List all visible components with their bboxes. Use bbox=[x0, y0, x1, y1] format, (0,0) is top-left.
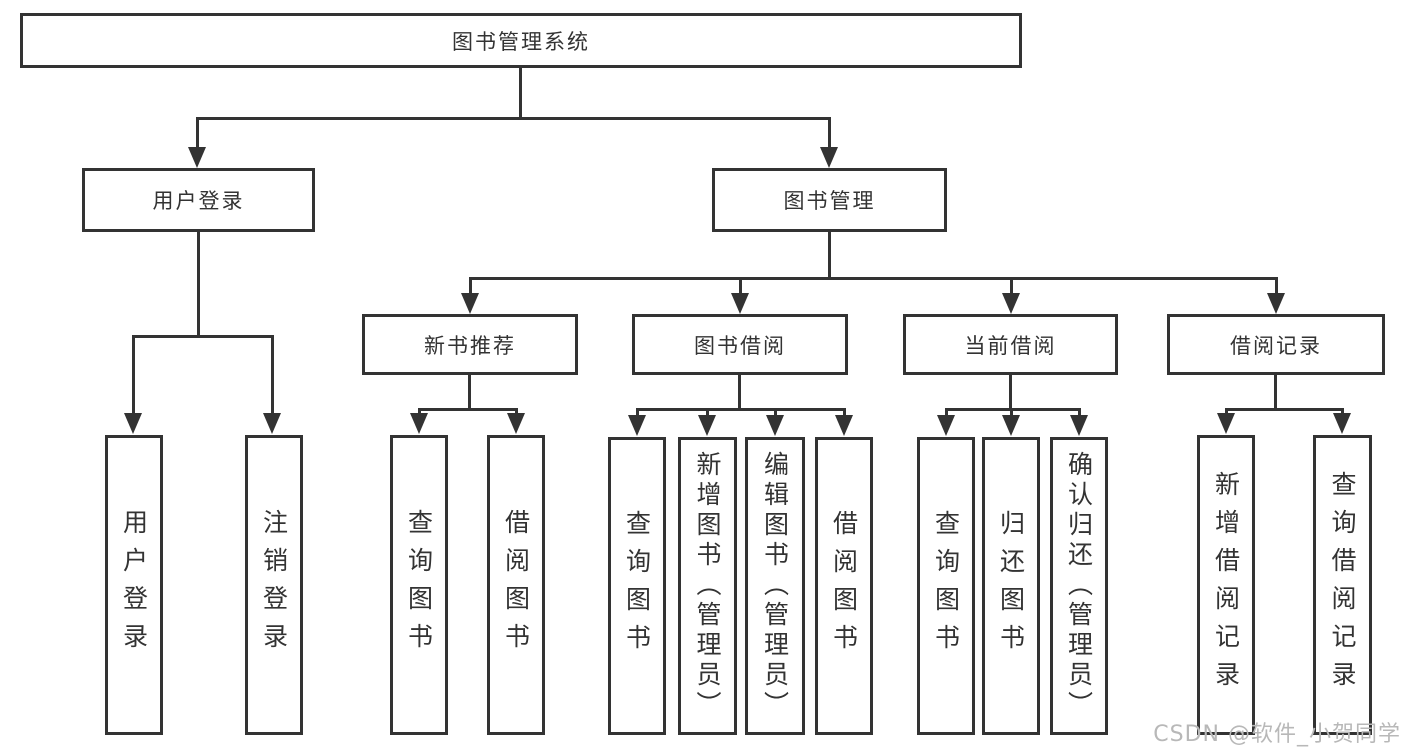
node-label: 用户登录 bbox=[152, 189, 245, 213]
connector bbox=[469, 277, 1278, 280]
down-arrow bbox=[628, 409, 646, 436]
down-arrow bbox=[188, 118, 206, 168]
down-arrow bbox=[1267, 278, 1285, 314]
down-arrow bbox=[1333, 409, 1351, 434]
node-label: 新书推荐 bbox=[424, 333, 516, 358]
down-arrow bbox=[263, 336, 281, 434]
csdn-watermark: CSDN @软件_小贺同学 bbox=[1153, 722, 1401, 747]
down-arrow bbox=[507, 409, 525, 434]
leaf-borrow-books-recommend: 借阅图书 bbox=[487, 435, 545, 735]
node-user-login: 用户登录 bbox=[82, 168, 315, 232]
connector bbox=[197, 232, 200, 338]
leaf-label: 新增借阅记录 bbox=[1211, 471, 1241, 699]
leaf-label: 归还图书 bbox=[996, 510, 1026, 662]
node-library-system: 图书管理系统 bbox=[20, 13, 1022, 68]
down-arrow bbox=[410, 409, 428, 434]
connector bbox=[1225, 408, 1344, 411]
down-arrow bbox=[1002, 409, 1020, 436]
leaf-label: 借阅图书 bbox=[829, 510, 859, 662]
node-borrow-records: 借阅记录 bbox=[1167, 314, 1385, 375]
leaf-confirm-return-admin: 确认归还（管理员） bbox=[1050, 437, 1108, 735]
node-label: 图书管理系统 bbox=[452, 29, 590, 54]
down-arrow bbox=[820, 118, 838, 168]
leaf-query-books-borrow: 查询图书 bbox=[608, 437, 666, 735]
leaf-query-books-current: 查询图书 bbox=[917, 437, 975, 735]
leaf-label: 查询图书 bbox=[931, 510, 961, 662]
down-arrow bbox=[731, 278, 749, 314]
connector bbox=[519, 67, 522, 119]
connector bbox=[468, 375, 471, 411]
down-arrow bbox=[766, 409, 784, 436]
connector bbox=[418, 408, 518, 411]
leaf-query-books-recommend: 查询图书 bbox=[390, 435, 448, 735]
leaf-query-borrow-record: 查询借阅记录 bbox=[1313, 435, 1372, 735]
leaf-add-books-admin: 新增图书（管理员） bbox=[678, 437, 737, 735]
down-arrow bbox=[1217, 409, 1235, 434]
leaf-label: 确认归还（管理员） bbox=[1064, 451, 1094, 721]
down-arrow bbox=[1002, 278, 1020, 314]
connector bbox=[945, 408, 1081, 411]
node-label: 当前借阅 bbox=[964, 333, 1057, 358]
leaf-edit-books-admin: 编辑图书（管理员） bbox=[745, 437, 805, 735]
down-arrow bbox=[937, 409, 955, 436]
down-arrow bbox=[124, 336, 142, 434]
node-label: 图书借阅 bbox=[694, 333, 786, 358]
down-arrow bbox=[1070, 409, 1088, 436]
leaf-user-login: 用户登录 bbox=[105, 435, 163, 735]
connector bbox=[636, 408, 846, 411]
connector bbox=[828, 232, 831, 280]
leaf-label: 注销登录 bbox=[259, 509, 289, 661]
leaf-label: 新增图书（管理员） bbox=[693, 451, 722, 721]
connector bbox=[738, 375, 741, 411]
connector bbox=[1274, 375, 1277, 411]
leaf-label: 查询借阅记录 bbox=[1328, 471, 1357, 699]
leaf-label: 查询图书 bbox=[404, 509, 434, 661]
leaf-label: 编辑图书（管理员） bbox=[760, 451, 790, 721]
down-arrow bbox=[461, 278, 479, 314]
node-label: 借阅记录 bbox=[1230, 333, 1322, 358]
down-arrow bbox=[835, 409, 853, 436]
connector bbox=[196, 117, 831, 120]
leaf-add-borrow-record: 新增借阅记录 bbox=[1197, 435, 1255, 735]
node-current-borrow: 当前借阅 bbox=[903, 314, 1118, 375]
node-book-management: 图书管理 bbox=[712, 168, 947, 232]
node-label: 图书管理 bbox=[783, 189, 876, 213]
node-new-book-recommend: 新书推荐 bbox=[362, 314, 578, 375]
leaf-label: 用户登录 bbox=[119, 509, 149, 661]
leaf-return-books: 归还图书 bbox=[982, 437, 1040, 735]
node-book-borrow: 图书借阅 bbox=[632, 314, 848, 375]
leaf-logout: 注销登录 bbox=[245, 435, 303, 735]
leaf-borrow-books: 借阅图书 bbox=[815, 437, 873, 735]
leaf-label: 查询图书 bbox=[622, 510, 652, 662]
connector bbox=[1009, 375, 1012, 411]
down-arrow bbox=[698, 409, 716, 436]
connector bbox=[132, 335, 274, 338]
leaf-label: 借阅图书 bbox=[501, 509, 531, 661]
